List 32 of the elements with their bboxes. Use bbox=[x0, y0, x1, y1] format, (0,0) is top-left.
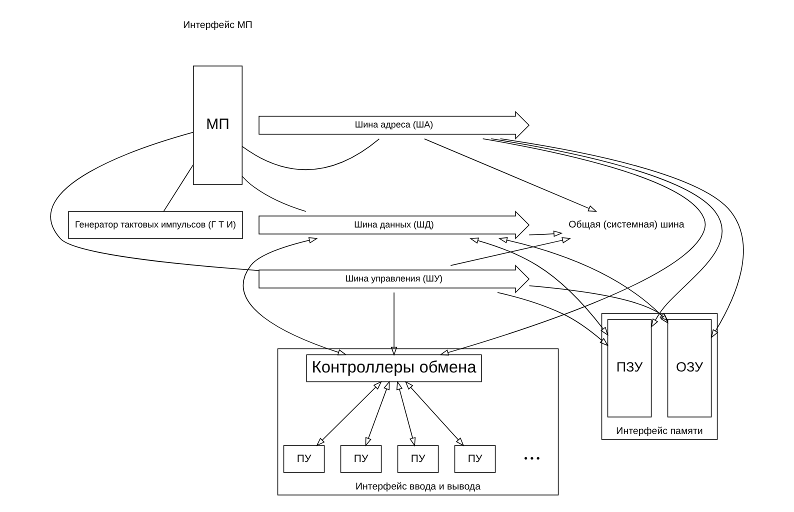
node-box: Генератор тактовых импульсов (Г Т И) bbox=[68, 210, 243, 238]
arrow bbox=[390, 292, 398, 356]
arrow bbox=[500, 138, 744, 338]
node-box: Контроллеры обмена bbox=[306, 354, 482, 382]
node-box: ПУ bbox=[454, 444, 496, 472]
arrow bbox=[365, 380, 390, 446]
connector bbox=[242, 176, 306, 212]
connector bbox=[163, 164, 194, 212]
arrow bbox=[396, 380, 416, 446]
node-box: ПУ bbox=[397, 444, 439, 472]
arrow bbox=[498, 236, 668, 324]
connector bbox=[242, 138, 380, 170]
arrow bbox=[404, 380, 464, 446]
label: Интерфейс МП bbox=[183, 20, 252, 31]
arrow bbox=[450, 236, 572, 266]
node-box: ПУ bbox=[340, 444, 382, 472]
node-box: МП bbox=[193, 65, 243, 184]
arrow bbox=[440, 138, 706, 356]
node-text: Общая (системная) шина bbox=[568, 219, 684, 230]
connector bbox=[50, 131, 260, 270]
arrow bbox=[490, 138, 723, 328]
arrow bbox=[424, 138, 598, 212]
arrow bbox=[316, 380, 382, 446]
node-box: ПЗУ bbox=[607, 318, 652, 417]
arrow bbox=[528, 230, 563, 236]
arrow bbox=[469, 237, 608, 336]
node-box: ПУ bbox=[283, 444, 325, 472]
label: • • • bbox=[524, 453, 540, 464]
node-box: ОЗУ bbox=[667, 318, 712, 417]
arrow bbox=[497, 292, 608, 346]
arrow bbox=[242, 236, 347, 355]
arrow bbox=[528, 284, 668, 321]
